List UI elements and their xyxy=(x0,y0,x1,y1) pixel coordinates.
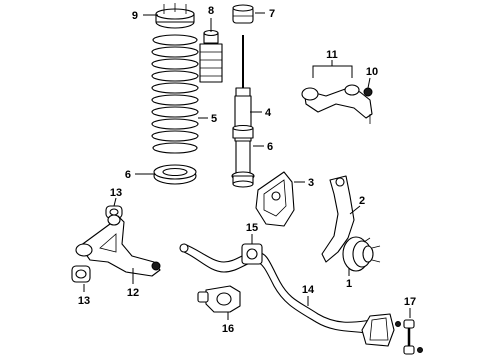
callout-11: 11 xyxy=(326,49,338,61)
stabilizer-bar xyxy=(179,243,395,347)
shock-mount-bracket xyxy=(255,171,295,227)
callout-12: 12 xyxy=(127,287,139,299)
steering-knuckle xyxy=(321,175,355,263)
callout-16: 16 xyxy=(222,323,234,335)
lower-arm-bushing-lower xyxy=(71,265,91,283)
callout-15: 15 xyxy=(246,222,258,234)
stabilizer-link xyxy=(395,319,423,355)
spring-isolator xyxy=(153,164,197,185)
callout-2: 2 xyxy=(359,195,365,207)
leader-lines xyxy=(83,12,411,320)
stabilizer-bracket-bushing xyxy=(197,285,241,313)
lower-arm-bushing-upper xyxy=(105,205,123,219)
strut-dust-boot xyxy=(199,29,223,83)
callout-6-isolator: 6 xyxy=(125,169,131,181)
shock-absorber xyxy=(231,35,255,188)
callout-3: 3 xyxy=(308,177,314,189)
callout-6-strut: 6 xyxy=(267,141,273,153)
callout-8: 8 xyxy=(208,5,214,17)
coil-spring xyxy=(151,34,199,154)
wheel-hub-bearing xyxy=(342,236,381,272)
callout-labels: 9 8 7 11 10 5 4 6 6 3 2 1 13 13 12 15 14… xyxy=(78,5,416,335)
upper-control-arm xyxy=(301,84,373,124)
stabilizer-bar-bushing xyxy=(241,243,263,265)
callout-9: 9 xyxy=(132,10,138,22)
callout-17: 17 xyxy=(404,296,416,308)
callout-1: 1 xyxy=(346,278,352,290)
callout-13-upper: 13 xyxy=(110,187,122,199)
callout-5: 5 xyxy=(211,113,217,125)
callout-10: 10 xyxy=(366,66,378,78)
callout-4: 4 xyxy=(265,107,272,119)
jounce-bumper-cap xyxy=(232,4,254,24)
callout-7: 7 xyxy=(269,8,275,20)
lower-control-arm xyxy=(75,214,161,277)
callout-14: 14 xyxy=(302,284,315,296)
upper-strut-mount xyxy=(155,3,195,29)
callout-13-lower: 13 xyxy=(78,295,90,307)
